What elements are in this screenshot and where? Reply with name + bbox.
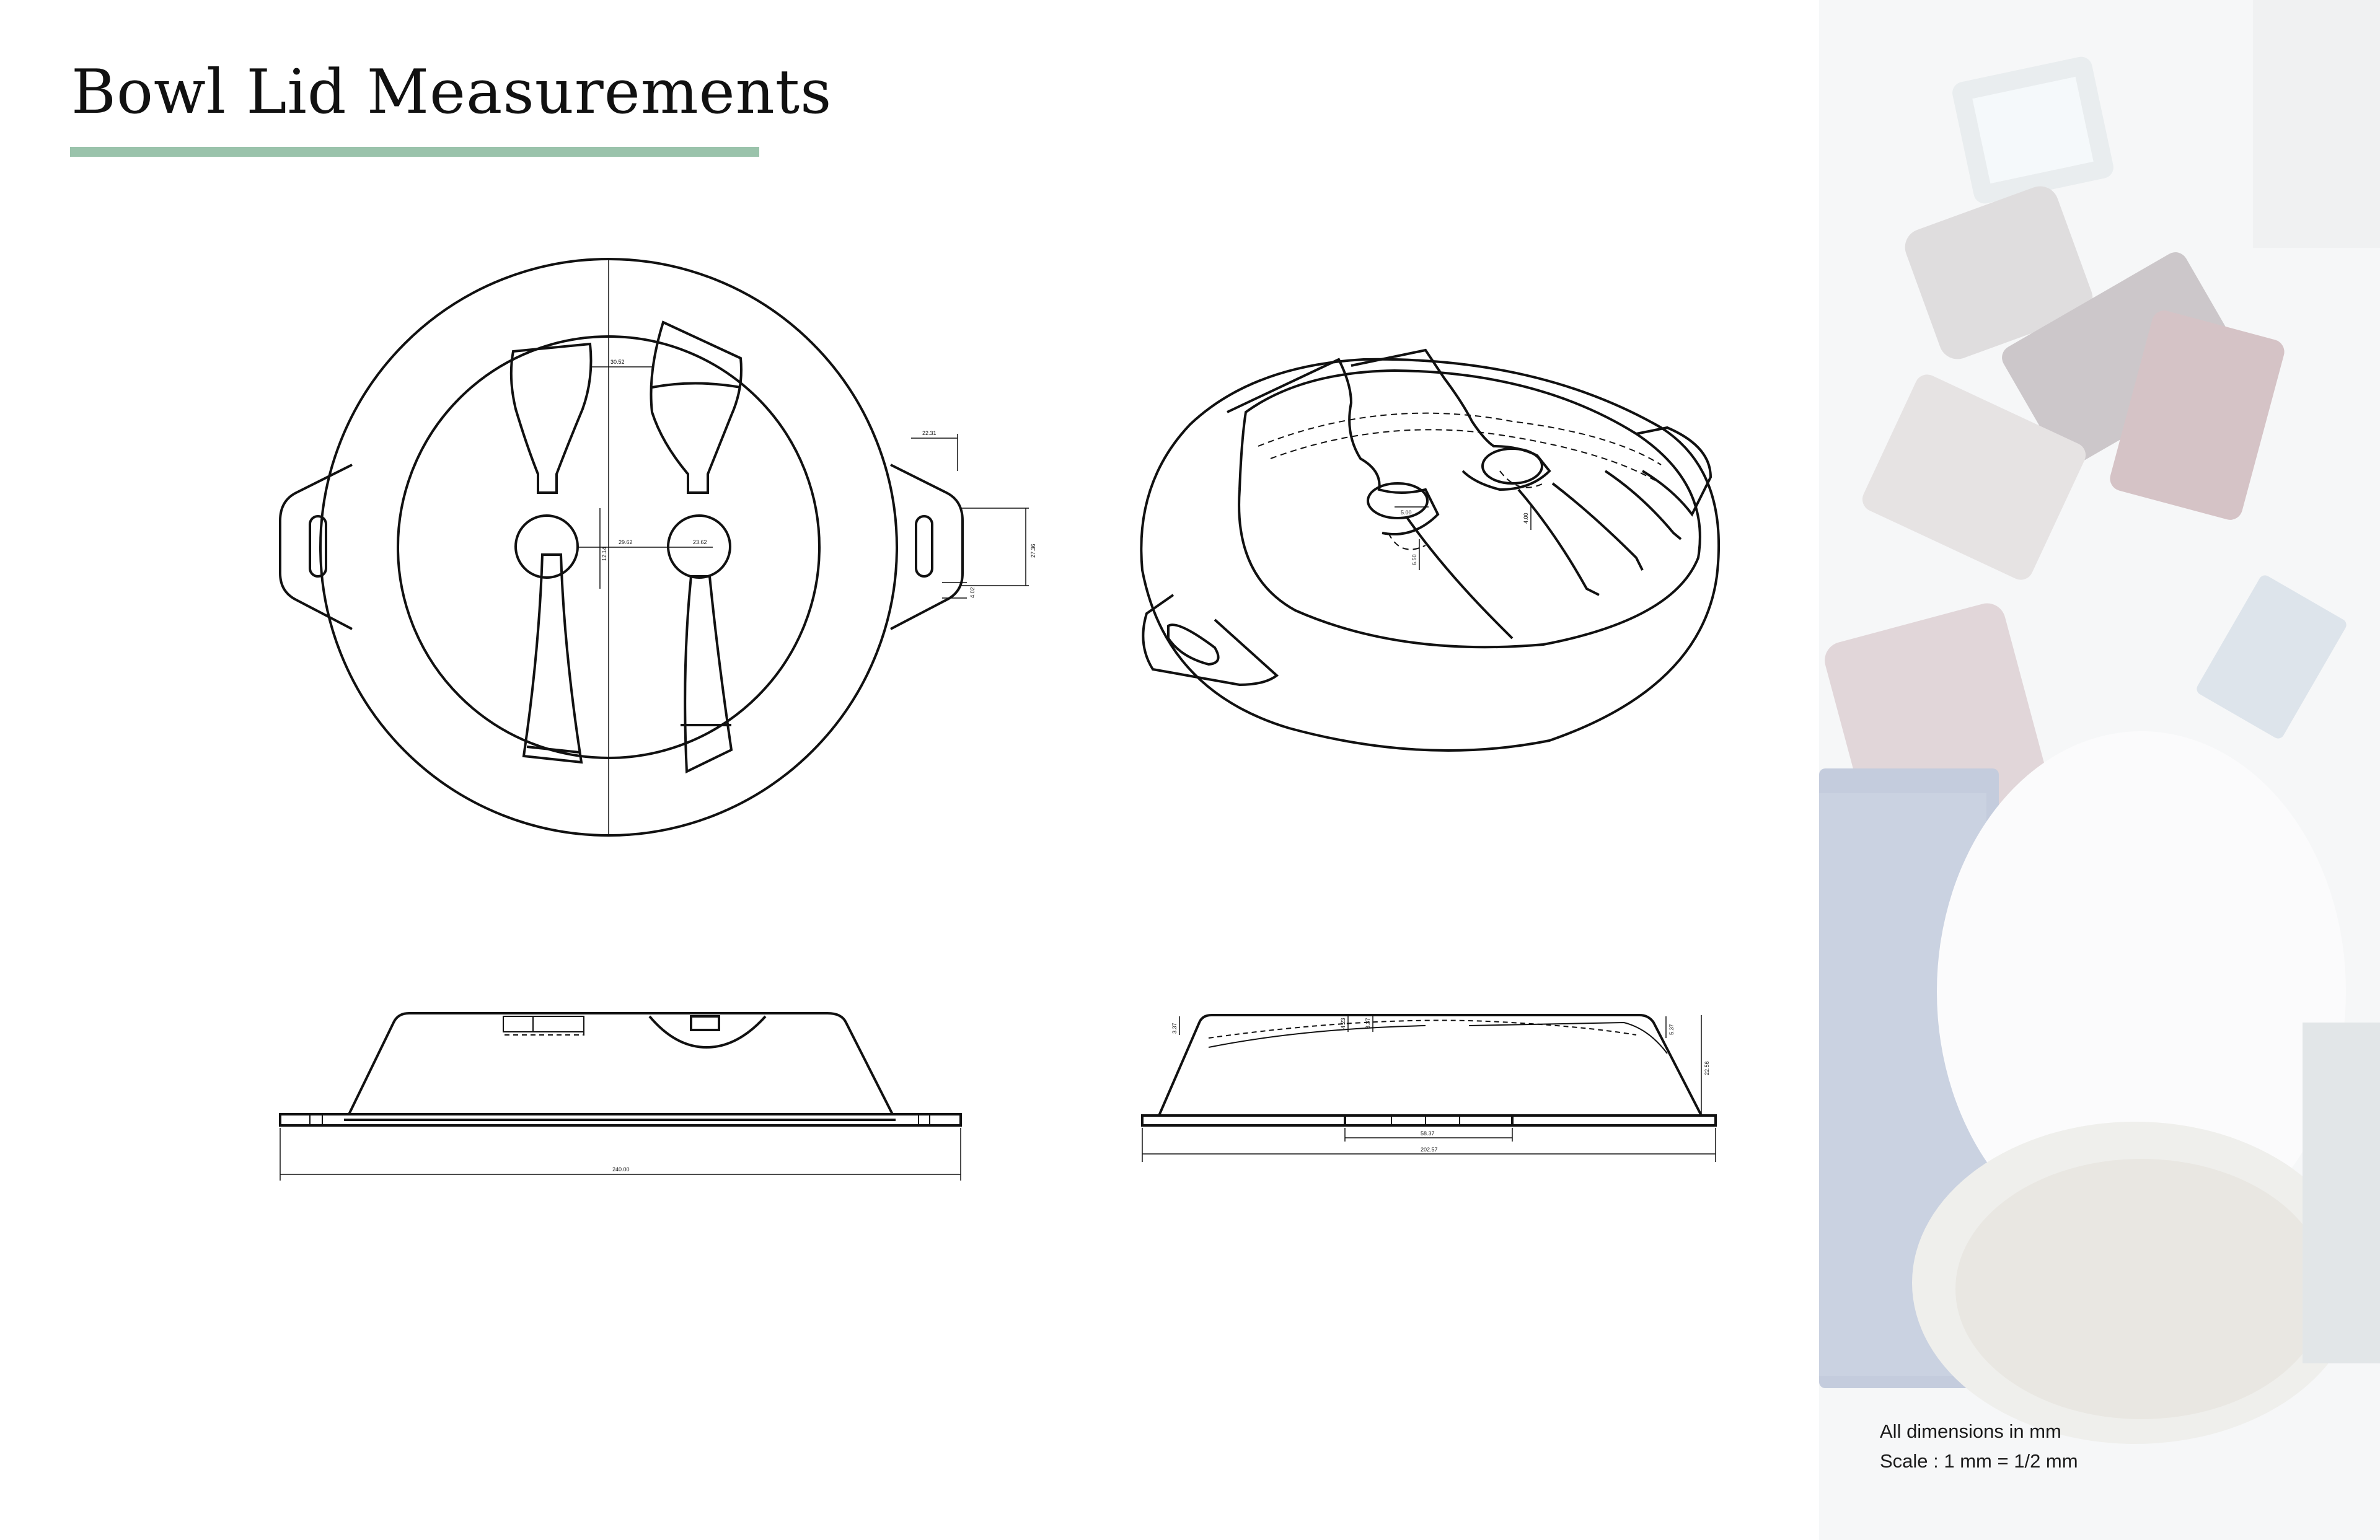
front-base-plate	[279, 1113, 962, 1127]
dim-side-right-step: 5.37	[1668, 1024, 1675, 1035]
dim-front-overall-width: 240.00	[612, 1166, 630, 1173]
iso-handle-right	[1636, 426, 1712, 517]
dim-spoon-neck-width: 30.52	[610, 359, 625, 365]
right-utensil-handle	[684, 575, 733, 774]
front-view-drawing: 240.00	[279, 1012, 962, 1181]
dim-centre-height: 12.14	[601, 547, 607, 561]
dim-iso-notch-depth-b: 4.00	[1523, 513, 1529, 524]
drawing-sheet: Bowl Lid Measurements	[70, 57, 1721, 1181]
isometric-view-drawing: 5.00 6.50 4.00	[1140, 348, 1721, 752]
left-handle	[279, 464, 353, 630]
background-photo-panel	[1819, 0, 2380, 1540]
dim-side-slot-length: 58.37	[1421, 1130, 1435, 1137]
right-utensil-hole	[667, 514, 731, 579]
page-title: Bowl Lid Measurements	[71, 57, 832, 128]
left-utensil-handle	[522, 553, 583, 764]
iso-handle-left	[1142, 594, 1279, 687]
dim-iso-notch-depth-a: 6.50	[1411, 554, 1417, 565]
right-handle	[890, 464, 964, 630]
right-utensil-top	[650, 320, 743, 494]
iso-handle-left-slot	[1167, 623, 1220, 666]
dim-side-overall-width: 202.57	[1421, 1146, 1438, 1153]
photo-fade-overlay	[1819, 0, 2380, 1540]
front-lid-profile	[348, 1012, 894, 1115]
dim-handle-height: 27.36	[1030, 543, 1036, 558]
dim-side-notch-b: 3.37	[1365, 1018, 1371, 1029]
side-lid-profile	[1158, 1014, 1703, 1116]
dim-side-overall-height: 22.56	[1704, 1061, 1710, 1075]
side-base-plate	[1141, 1114, 1717, 1127]
dim-hole-right: 23.62	[693, 539, 707, 545]
dim-side-rim-height: 3.37	[1171, 1023, 1178, 1034]
dim-side-notch-a: 4.23	[1340, 1018, 1346, 1029]
dim-hole-left: 29.62	[619, 539, 633, 545]
iso-lid-body	[1140, 358, 1721, 752]
right-handle-slot	[915, 515, 933, 578]
title-underline	[70, 147, 759, 157]
top-view-drawing: 30.52 22.31 27.36 4.02 12.14 29.62 23.62	[279, 258, 1036, 837]
iso-lid-dome	[1238, 369, 1701, 649]
iso-utensil-left	[1227, 358, 1440, 535]
side-view-drawing: 3.37 4.23 3.37 5.37 22.56 58.37 202.57	[1141, 1014, 1717, 1162]
dim-handle-overhang: 22.31	[922, 430, 937, 436]
side-slot	[1344, 1114, 1514, 1127]
left-handle-slot	[309, 515, 327, 578]
iso-hole-right	[1481, 447, 1543, 485]
dim-slot-offset: 4.02	[969, 587, 976, 598]
iso-hole-left	[1367, 482, 1429, 519]
scale-note: Scale : 1 mm = 1/2 mm	[1880, 1450, 2078, 1472]
units-note: All dimensions in mm	[1880, 1420, 2061, 1442]
left-utensil-top	[509, 342, 593, 494]
dim-iso-notch-width: 5.00	[1401, 509, 1412, 516]
left-utensil-hole	[514, 514, 579, 579]
